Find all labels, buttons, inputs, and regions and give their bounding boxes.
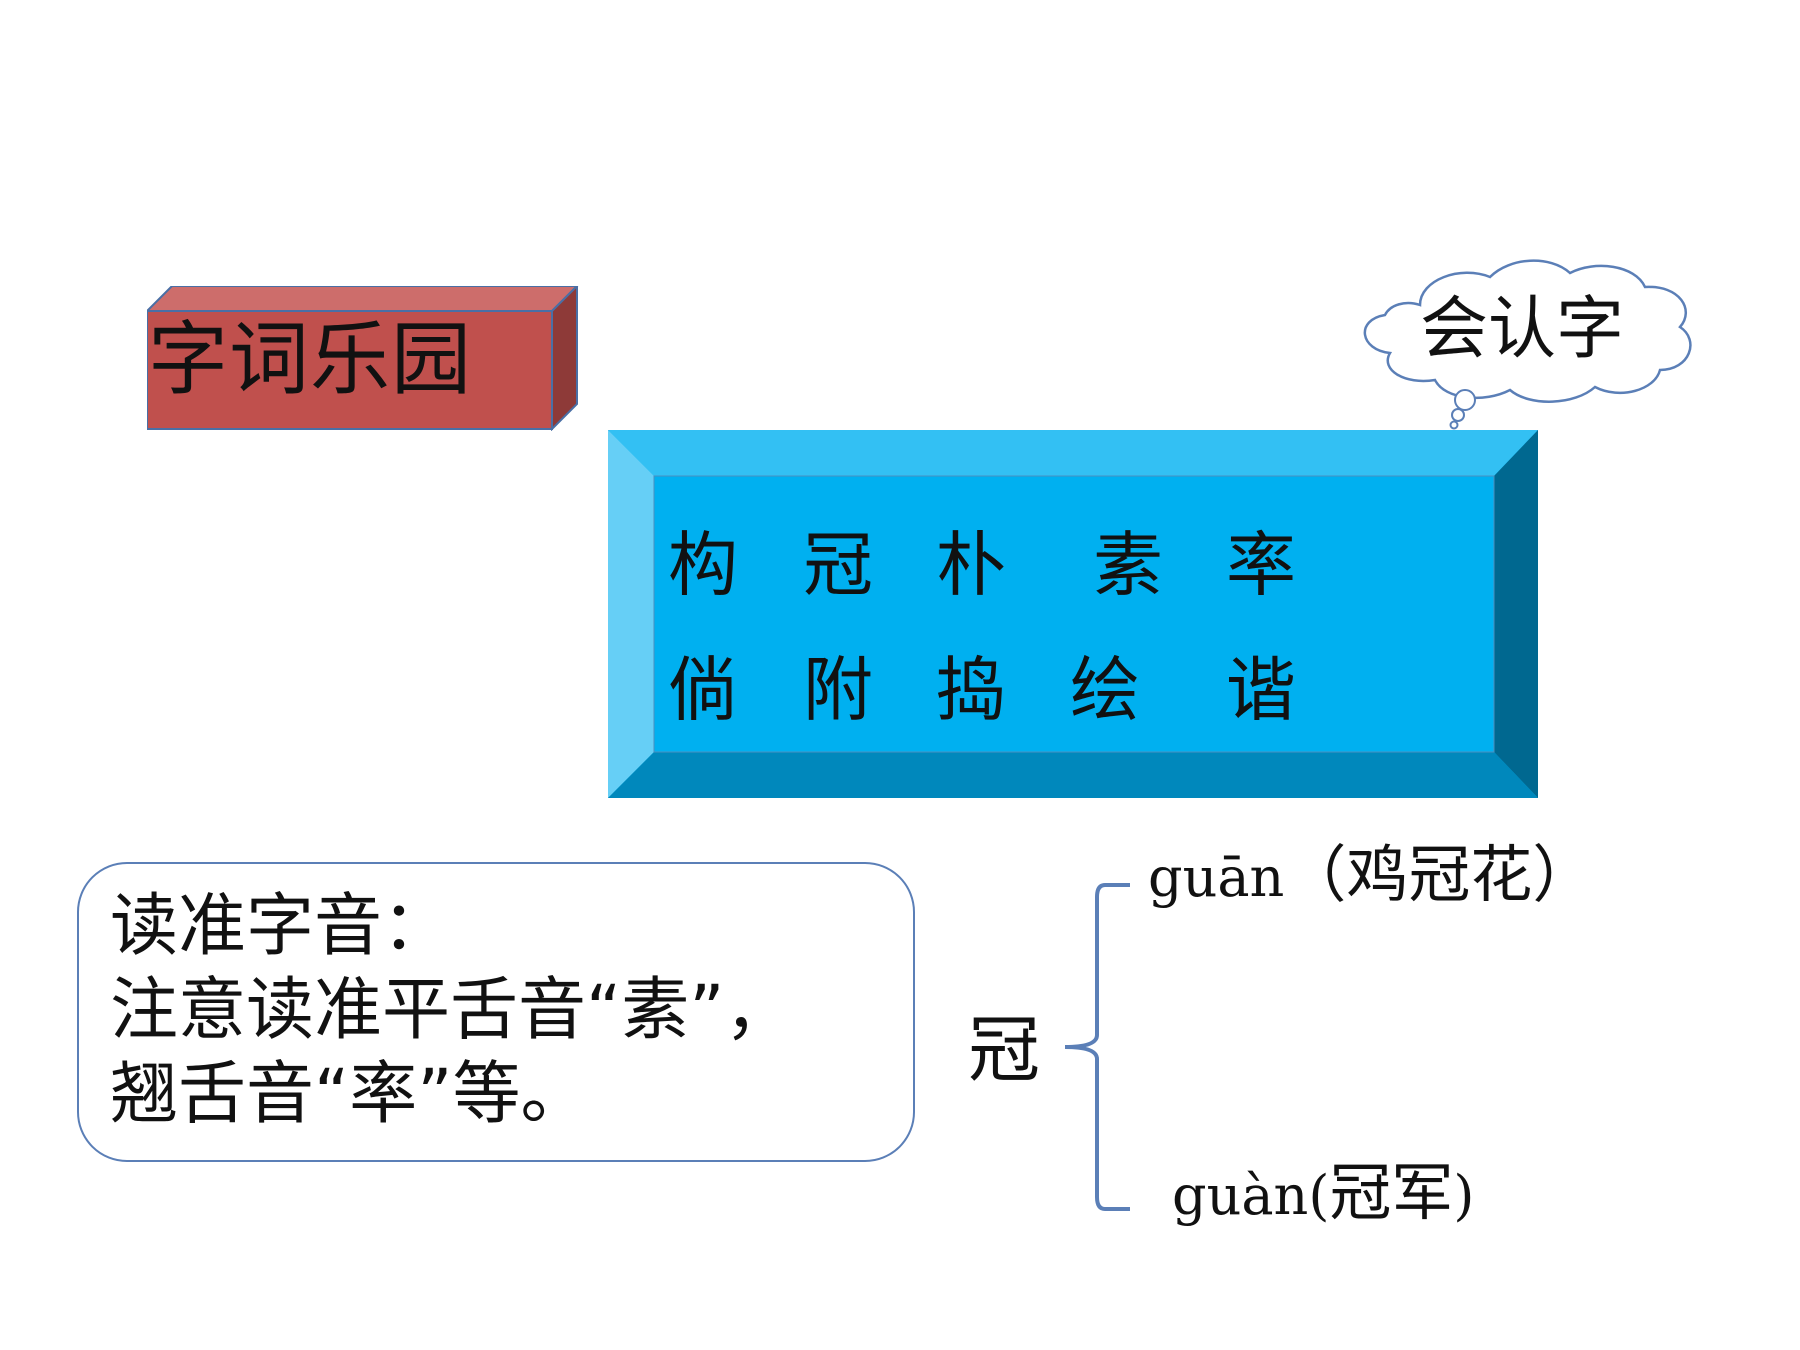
polyphonic-character: 冠	[968, 1008, 1041, 1092]
note-line-3: 翘舌音“率”等。	[110, 1055, 589, 1134]
close-paren: )	[1453, 1164, 1475, 1227]
cloud-bubble	[1363, 259, 1692, 430]
title-block	[147, 286, 579, 431]
note-line-1: 读准字音：	[110, 887, 451, 966]
char-item: 素	[1093, 524, 1163, 606]
char-item: 谐	[1226, 649, 1296, 731]
example-word-2: 冠军	[1329, 1156, 1454, 1229]
example-word-1: （鸡冠花）	[1284, 838, 1595, 911]
note-box	[77, 862, 915, 1162]
character-box	[608, 430, 1538, 798]
cloud-label: 会认字	[1420, 290, 1625, 369]
pinyin-guan4: guàn(	[1172, 1164, 1330, 1227]
reading-1: guān（鸡冠花）	[1148, 830, 1594, 923]
char-item: 构	[668, 524, 738, 606]
char-item: 附	[803, 649, 873, 731]
note-line-2: 注意读准平舌音“素”，	[110, 971, 793, 1050]
pinyin-guan1: guān	[1148, 846, 1285, 909]
char-item: 捣	[936, 649, 1006, 731]
char-item: 朴	[936, 524, 1006, 606]
section-title: 字词乐园	[148, 313, 472, 406]
curly-brace	[1064, 883, 1130, 1211]
note-text: 读准字音： 注意读准平舌音“素”， 翘舌音“率”等。	[110, 885, 900, 1137]
char-item: 倘	[668, 649, 738, 731]
char-item: 绘	[1070, 649, 1140, 731]
char-item: 冠	[803, 524, 873, 606]
reading-2: guàn(冠军)	[1172, 1148, 1474, 1241]
char-item: 率	[1226, 524, 1296, 606]
